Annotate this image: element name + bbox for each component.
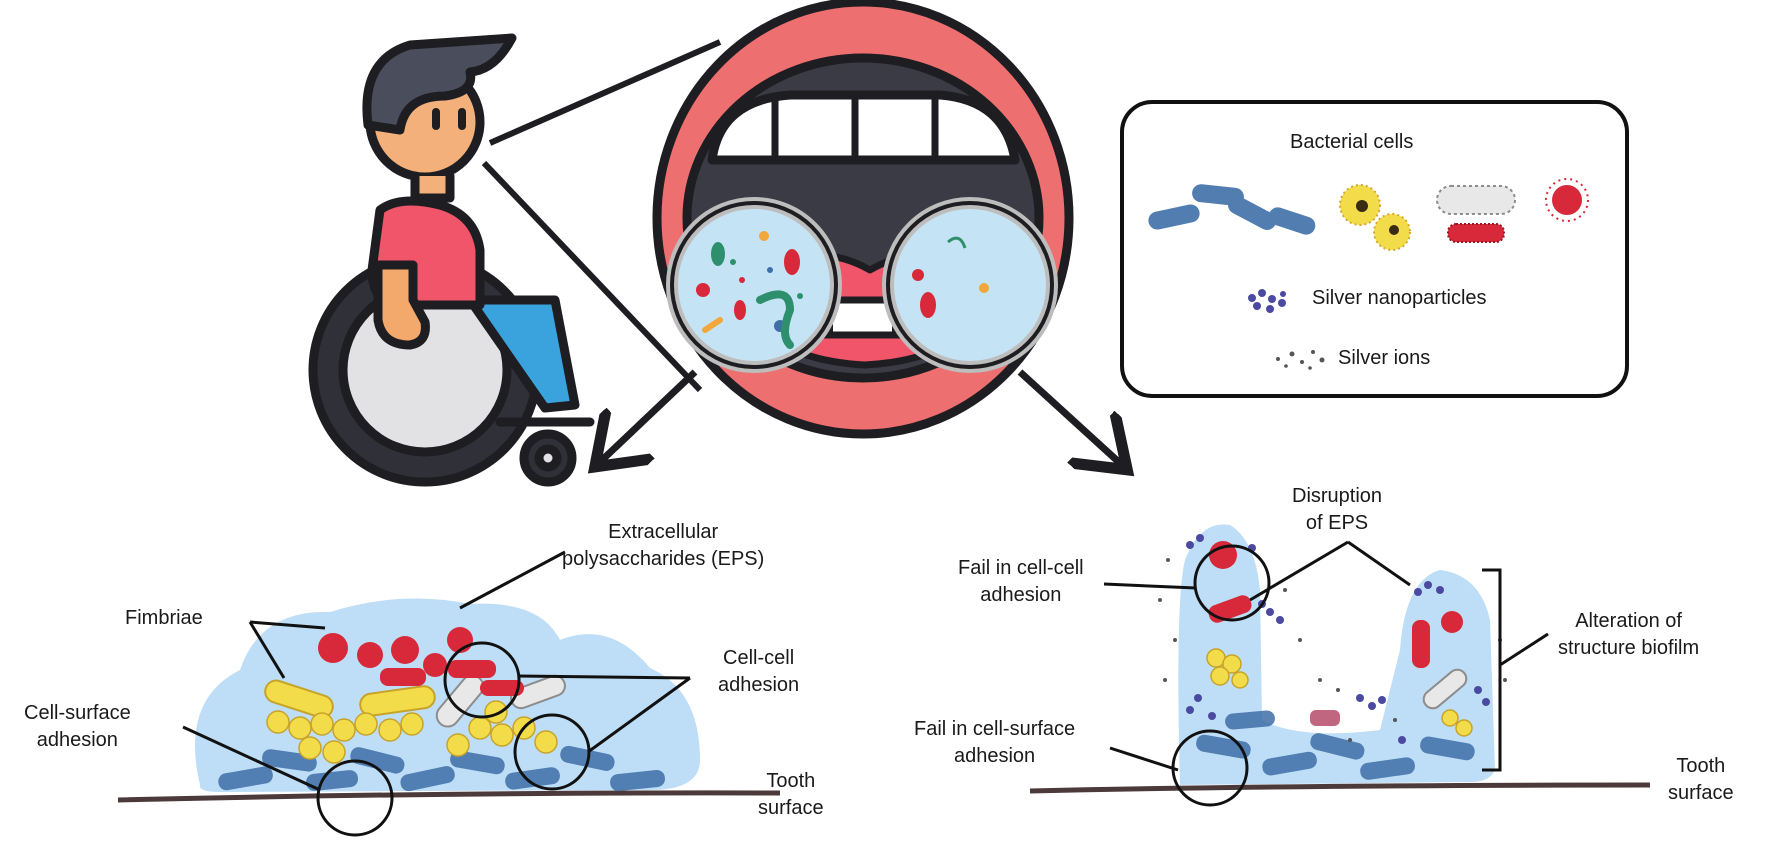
alteration-line1: Alteration of	[1575, 610, 1682, 632]
eps-label-line1: Extracellular	[608, 521, 719, 543]
fail-cell-surface-label: Fail in cell-surface adhesion	[914, 716, 1075, 770]
tooth-surface-right	[1029, 782, 1651, 794]
fimbriae-label: Fimbriae	[125, 607, 203, 629]
alteration-line2: structure biofilm	[1558, 637, 1700, 659]
cell-surface-line2: adhesion	[36, 729, 118, 751]
cell-cell-adhesion-label: Cell-cell adhesion	[718, 645, 799, 699]
disruption-line1: Disruption	[1292, 485, 1383, 507]
tooth-surface-right-label: Tooth surface	[1668, 753, 1734, 807]
red-spiky-bacteria-icon	[1545, 178, 1589, 222]
legend-box	[1120, 100, 1629, 398]
disruption-line2: of EPS	[1305, 512, 1369, 534]
fail-cell-cell-line1: Fail in cell-cell	[958, 557, 1084, 579]
fail-cell-cell-label: Fail in cell-cell adhesion	[958, 555, 1084, 609]
eps-label: Extracellular polysaccharides (EPS)	[562, 519, 764, 573]
silver-ions-right	[1158, 558, 1507, 742]
silver-nanoparticles-right	[1186, 534, 1490, 744]
fail-cell-cell-line2: adhesion	[980, 584, 1062, 606]
petri-dish-many-bacteria	[666, 197, 842, 373]
person-in-wheelchair-icon	[308, 33, 595, 487]
grey-rod-icon	[1436, 185, 1516, 243]
grey-rods-left	[435, 674, 566, 728]
legend-nanoparticles-label: Silver nanoparticles	[1312, 287, 1487, 309]
arrow-to-right-biofilm	[1017, 369, 1122, 465]
rod-bacteria-icon	[1148, 184, 1316, 235]
petri-dish-few-bacteria	[882, 197, 1058, 373]
tooth-line1-left: Tooth	[766, 770, 816, 792]
grey-rod-right	[1422, 668, 1468, 710]
fail-surface-line2: adhesion	[953, 745, 1036, 767]
alteration-label: Alteration of structure biofilm	[1558, 608, 1699, 662]
tooth-line2-right: surface	[1668, 782, 1734, 804]
cell-surface-line1: Cell-surface	[24, 702, 131, 724]
legend-ions-label: Silver ions	[1338, 347, 1431, 369]
cell-cell-line2: adhesion	[718, 674, 800, 696]
rod-layer-left	[218, 745, 666, 792]
zoom-lines	[481, 39, 722, 393]
leader-lines-right	[1103, 540, 1549, 772]
legend-title: Bacterial cells	[1290, 131, 1414, 153]
yellow-cocci-left	[266, 700, 558, 764]
eps-label-line2: polysaccharides (EPS)	[562, 548, 765, 570]
red-bacteria-left	[318, 627, 524, 696]
silver-ions-icon	[1276, 350, 1325, 370]
right-biofilm	[1029, 524, 1651, 807]
tooth-surface-left-label: Tooth surface	[758, 768, 824, 822]
tooth-surface-left	[117, 790, 781, 803]
yellow-cocci-icon	[1339, 184, 1411, 251]
fail-surface-line1: Fail in cell-surface	[914, 718, 1076, 740]
rod-layer-right	[1196, 710, 1475, 780]
tooth-line1-right: Tooth	[1676, 755, 1726, 777]
cell-cell-line1: Cell-cell	[723, 647, 795, 669]
arrow-to-left-biofilm	[600, 369, 698, 462]
yellow-rods-left	[264, 679, 436, 719]
leader-lines-left	[182, 550, 691, 792]
silver-nanoparticles-icon	[1248, 289, 1286, 313]
yellow-cocci-right	[1206, 648, 1473, 737]
disruption-of-eps-label: Disruption of EPS	[1292, 483, 1382, 537]
cell-surface-adhesion-label: Cell-surface adhesion	[24, 700, 131, 754]
tooth-line2-left: surface	[758, 797, 824, 819]
left-biofilm	[117, 550, 781, 837]
